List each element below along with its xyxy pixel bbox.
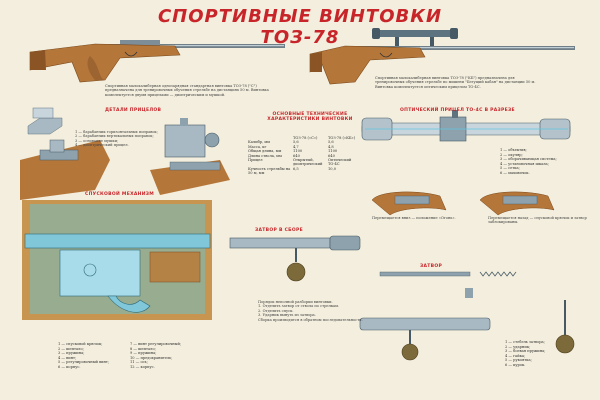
trigger-legend-right: 7 — винт регулировочный; 8 — шептало; 9 …	[130, 342, 182, 369]
specs-table: ТОЗ-78 («С») ТОЗ-78 («КБ») Калибр, мм 5,…	[248, 136, 363, 176]
specs-row: Общая длина, мм 1100 1100	[248, 149, 338, 154]
sights-heading: ДЕТАЛИ ПРИЦЕЛОВ	[105, 108, 162, 113]
sight-parts-illustration	[20, 107, 230, 200]
bolt-legend: 1 — стебель затвора; 2 — ударник; 3 — бо…	[505, 340, 546, 367]
trigger-legend-left: 1 — спусковой крючок; 2 — шептало; 3 — п…	[58, 342, 110, 369]
bolt-heading: ЗАТВОР	[420, 264, 443, 269]
optic-scope-illustration	[361, 110, 571, 142]
trigger-heading: СПУСКОВОЙ МЕХАНИЗМ	[85, 192, 155, 197]
rifle-standard-illustration	[29, 40, 285, 83]
specs-row: Длина ствола, мм 640 640	[248, 153, 335, 158]
bolt-assembly-illustration	[229, 235, 361, 282]
sights-legend: 1 — барабанчик горизонтальных поправок; …	[75, 130, 158, 148]
specs-row: Калибр, мм 5,6 5,6	[248, 140, 334, 145]
bolt-assembly-heading: ЗАТВОР В СБОРЕ	[255, 228, 303, 233]
rifle-standard-description: Спортивная малокалиберная однозарядная с…	[105, 84, 269, 97]
specs-heading: ОСНОВНЫЕ ТЕХНИЧЕСКИЕ ХАРАКТЕРИСТИКИ ВИНТ…	[267, 112, 353, 122]
optic-legend: 1 — объектив; 2 — окуляр; 3 — оборачиваю…	[500, 148, 557, 175]
trigger-mechanism-illustration	[22, 200, 212, 320]
specs-row: Кучность стрельбы на 50 м, мм 6,5 10,0	[248, 166, 337, 176]
bolt-parts-illustration	[359, 271, 575, 361]
specs-row: Масса, кг 4,7 4,8	[248, 144, 334, 149]
safety-details-illustration	[371, 191, 555, 216]
rifle-kb-illustration	[309, 28, 575, 85]
poster-title: СПОРТИВНЫЕ ВИНТОВКИ ТОЗ-78	[157, 6, 443, 48]
mag-description: Перемещается вниз — положение «Огонь».	[372, 216, 456, 220]
bolt-description: Порядок неполной разборки винтовки. 1. О…	[258, 300, 363, 322]
specs-header-row: ТОЗ-78 («С») ТОЗ-78 («КБ»)	[293, 136, 356, 140]
specs-row: Прицел Открытый, диоптрический Оптически…	[248, 158, 352, 167]
rifle-kb-description: Спортивная малокалиберная винтовка ТОЗ-7…	[375, 76, 536, 89]
optic-heading: ОПТИЧЕСКИЙ ПРИЦЕЛ ТО-4С В РАЗРЕЗЕ	[400, 108, 515, 113]
safety-description: Перемещается назад — спусковой крючок и …	[488, 216, 587, 225]
